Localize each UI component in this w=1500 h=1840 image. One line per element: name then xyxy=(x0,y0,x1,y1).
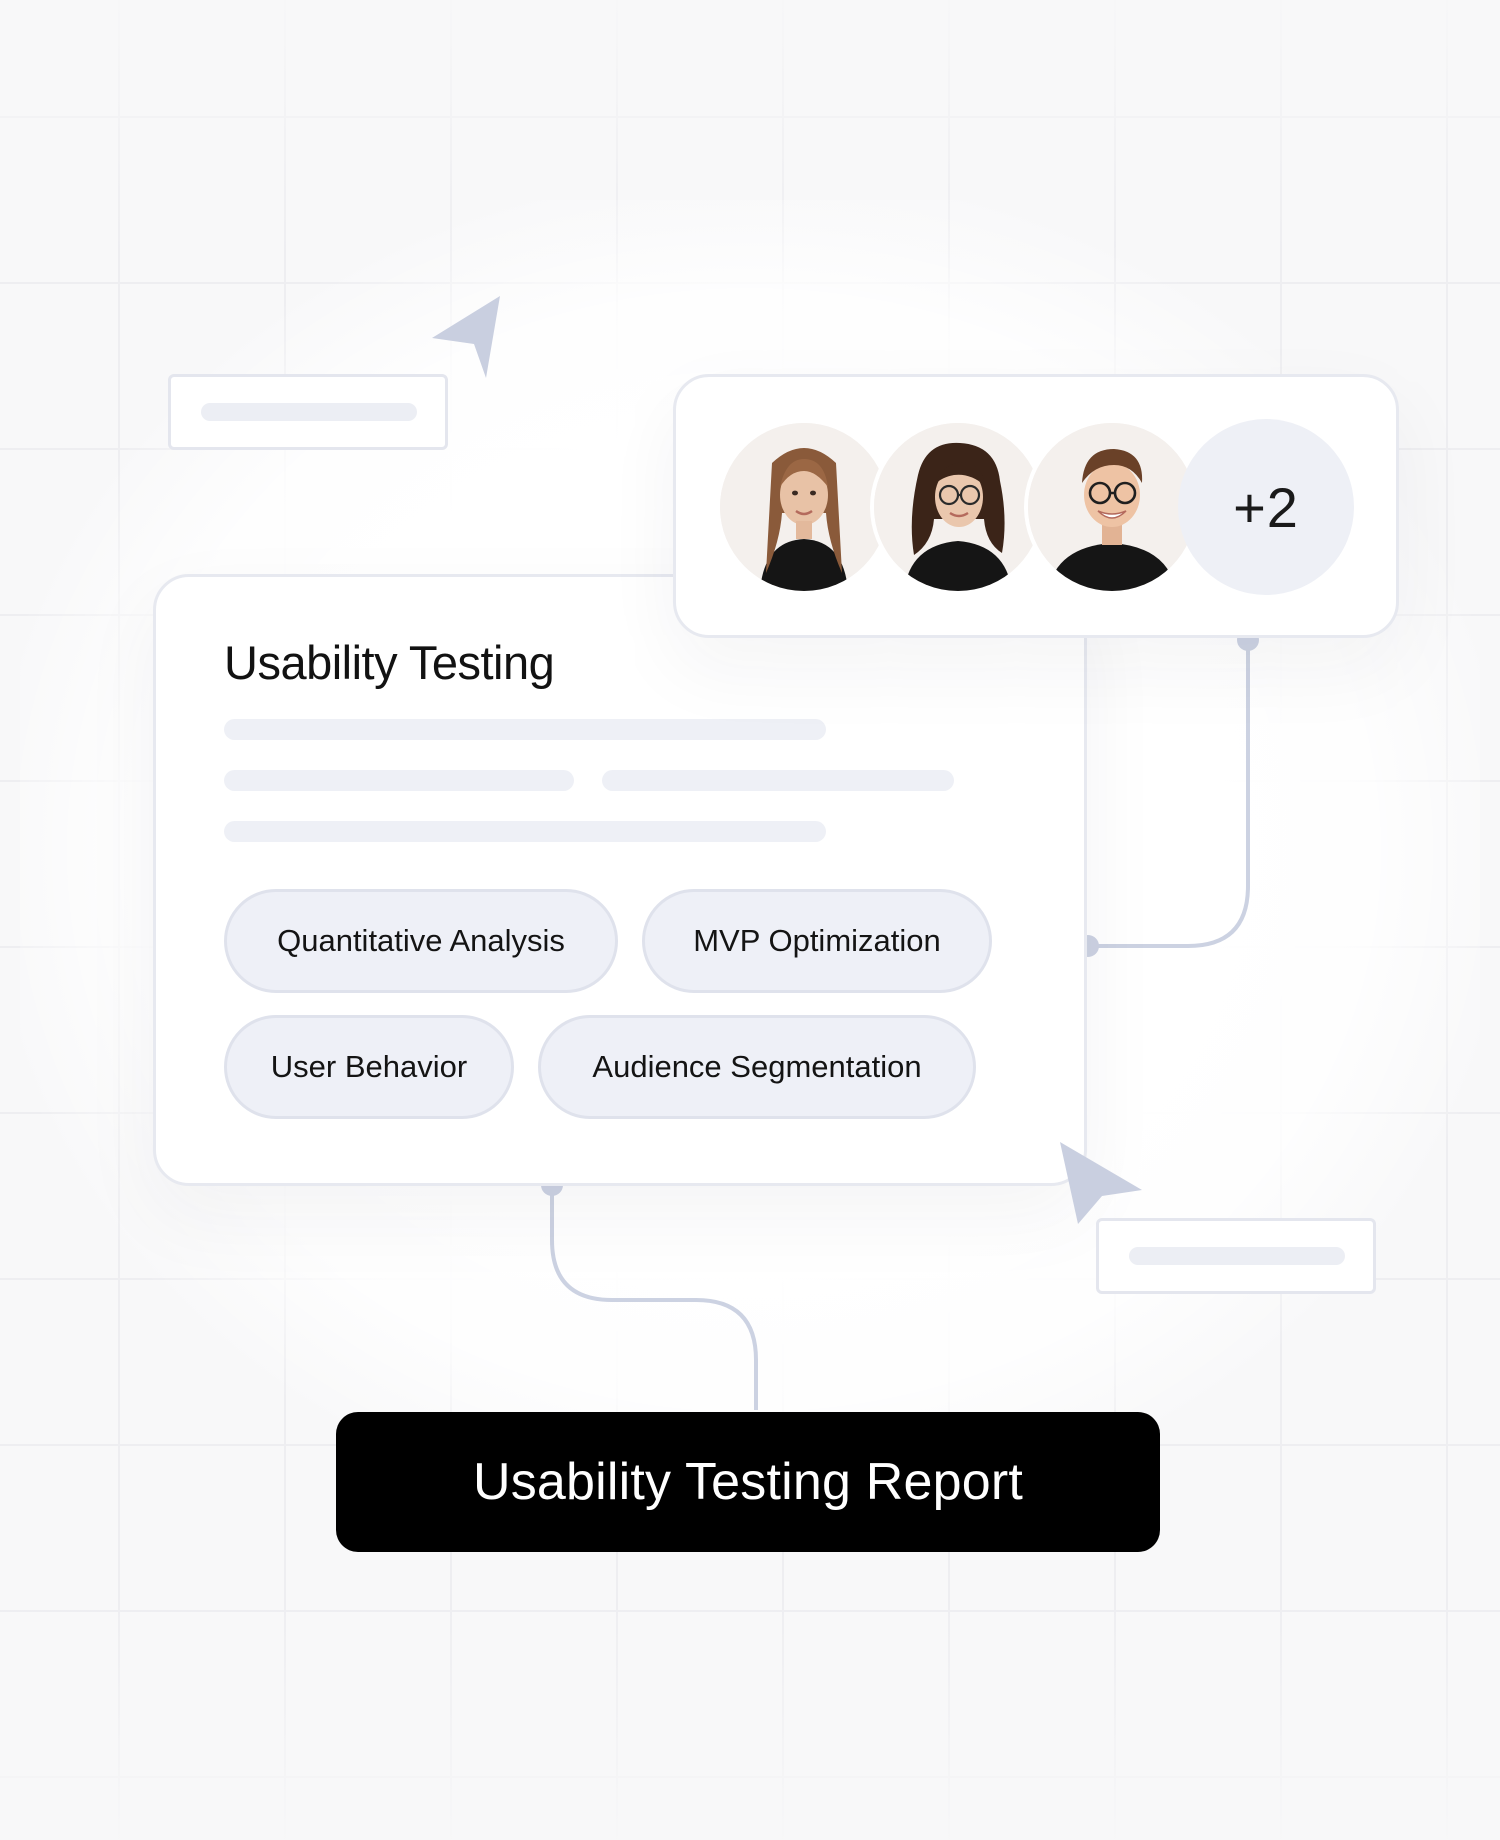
ghost-input-top-bar xyxy=(201,403,417,421)
avatar-man-glasses[interactable] xyxy=(1024,419,1200,595)
ghost-input-top xyxy=(168,374,448,450)
avatar-woman-long-hair[interactable] xyxy=(716,419,892,595)
card-title: Usability Testing xyxy=(224,636,555,689)
participants-card: +2 xyxy=(673,374,1399,638)
tag-quantitative-analysis[interactable]: Quantitative Analysis xyxy=(224,889,618,993)
cursor-arrow-icon xyxy=(432,296,500,378)
connector-card-to-button xyxy=(550,1185,758,1410)
ghost-input-bottom xyxy=(1096,1218,1376,1294)
tag-label: User Behavior xyxy=(270,1049,468,1084)
usability-testing-report-button[interactable]: Usability Testing Report xyxy=(336,1412,1160,1552)
skeleton-line-2a xyxy=(224,770,574,791)
ghost-input-bottom-bar xyxy=(1129,1247,1345,1265)
tag-user-behavior[interactable]: User Behavior xyxy=(224,1015,514,1119)
skeleton-line-2b xyxy=(602,770,954,791)
avatar-woman-glasses[interactable] xyxy=(870,419,1046,595)
person-icon xyxy=(1028,423,1196,591)
skeleton-line-1 xyxy=(224,719,826,740)
tag-audience-segmentation[interactable]: Audience Segmentation xyxy=(538,1015,976,1119)
tag-label: Audience Segmentation xyxy=(592,1049,922,1084)
cursor-arrow-icon xyxy=(1060,1142,1142,1224)
tag-label: Quantitative Analysis xyxy=(277,923,565,958)
more-participants-badge[interactable]: +2 xyxy=(1178,419,1354,595)
tag-mvp-optimization[interactable]: MVP Optimization xyxy=(642,889,992,993)
usability-testing-card: Usability Testing Quantitative Analysis … xyxy=(153,574,1087,1186)
person-icon xyxy=(874,423,1042,591)
person-icon xyxy=(720,423,888,591)
tag-label: MVP Optimization xyxy=(693,923,941,958)
connector-people-to-card xyxy=(1088,640,1250,948)
skeleton-line-3 xyxy=(224,821,826,842)
